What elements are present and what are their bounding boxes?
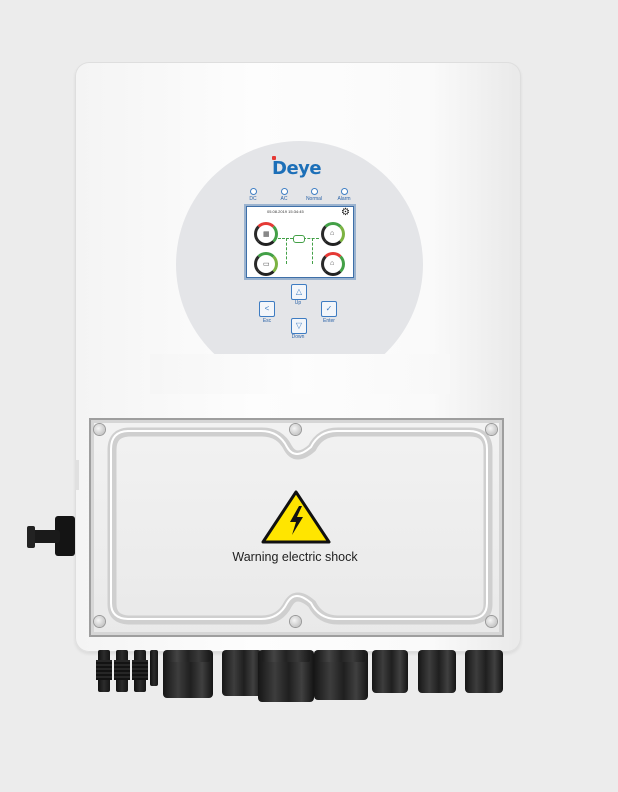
load-gauge-icon: ⌂ [321,252,345,276]
led-label-alarm: Alarm [337,196,351,202]
cable-gland [222,650,262,696]
pv-connector [150,650,158,686]
pv-connector-grip [114,660,130,680]
cable-gland [465,650,503,693]
cover-screw [486,616,497,627]
led-alarm-icon [341,188,348,195]
up-key-label: Up [294,300,302,306]
warning-text: Warning electric shock [232,550,358,564]
gland-nut [262,650,310,662]
led-ac-icon [281,188,288,195]
gland-nut [166,650,210,662]
gear-icon: ⚙ [341,207,350,218]
cable-gland [372,650,408,693]
led-normal-icon [311,188,318,195]
esc-key[interactable]: < [259,301,275,317]
flow-line [312,238,313,264]
pv-connector-grip [96,660,112,680]
cover-screw [290,424,301,435]
screen-datetime: 05.08.2019 15:34:45 [267,209,304,214]
disc-lower-edge [150,354,450,394]
cable-gland [418,650,456,693]
dc-switch-handle[interactable] [28,530,60,543]
inverter-hub-icon [293,235,305,243]
solar-gauge-icon: ▦ [254,222,278,246]
dc-switch-grip [27,526,35,548]
led-label-ac: AC [280,196,288,202]
battery-gauge-icon: ▭ [254,252,278,276]
dc-switch-base [55,516,75,556]
enter-key[interactable]: ✓ [321,301,337,317]
led-dc-icon [250,188,257,195]
up-key[interactable]: △ [291,284,307,300]
housing-seam [75,460,79,490]
led-label-normal: Normal [305,196,323,202]
flow-line [303,238,319,239]
logo-accent [272,156,276,160]
enter-key-label: Enter [323,318,335,324]
esc-key-label: Esc [262,318,272,324]
down-key[interactable]: ▽ [291,318,307,334]
led-label-dc: DC [249,196,257,202]
down-key-label: Down [291,334,305,340]
flow-line [278,238,293,239]
high-voltage-warning-icon [261,490,331,544]
cover-screw [486,424,497,435]
cover-screw [94,616,105,627]
flow-line [286,238,287,264]
grid-gauge-icon: ⌂ [321,222,345,246]
gland-nut [317,650,365,662]
brand-logo: Deye [272,158,322,179]
cover-screw [94,424,105,435]
cover-screw [290,616,301,627]
pv-connector-grip [132,660,148,680]
